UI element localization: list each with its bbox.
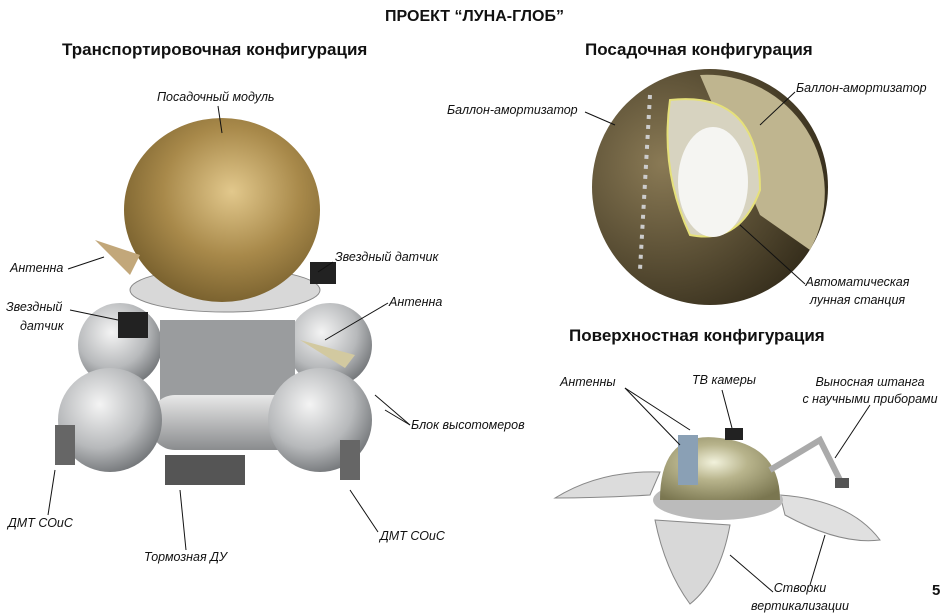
label-landing-module: Посадочный модуль: [157, 90, 275, 104]
label-airbag-right: Баллон-амортизатор: [796, 81, 927, 95]
label-boom-2: с научными приборами: [802, 392, 938, 406]
label-antenna-left: Антенна: [10, 261, 64, 275]
surface-leader-lines: [624, 387, 871, 593]
transport-heading: Транспортировочная конфигурация: [62, 40, 368, 59]
label-tv-cameras: ТВ камеры: [692, 373, 756, 387]
label-altimeter-block: Блок высотомеров: [411, 418, 525, 432]
landing-airbag-illustration: [592, 69, 828, 305]
landing-leader-lines: [584, 91, 806, 285]
label-boom-1: Выносная штанга: [815, 375, 925, 389]
surface-heading: Поверхностная конфигурация: [569, 326, 825, 345]
label-petals-1: Створки: [773, 581, 827, 595]
label-brake-engine: Тормозная ДУ: [144, 550, 227, 564]
page-title: ПРОЕКТ “ЛУНА-ГЛОБ”: [385, 8, 564, 25]
surface-station-illustration: [553, 428, 881, 605]
label-star-sensor-left-2: датчик: [20, 319, 64, 333]
label-dmt-right: ДМТ СОиС: [380, 529, 445, 543]
transport-spacecraft-illustration: [55, 118, 372, 485]
transport-leader-lines: [47, 105, 411, 551]
label-station-2: лунная станция: [809, 293, 906, 307]
label-antenna-right: Антенна: [389, 295, 443, 309]
label-petals-2: вертикализации: [751, 599, 849, 613]
page-number: 5: [932, 582, 941, 599]
label-dmt-left: ДМТ СОиС: [8, 516, 73, 530]
label-star-sensor-left-1: Звездный: [6, 300, 63, 314]
label-airbag-left: Баллон-амортизатор: [447, 103, 578, 117]
label-star-sensor-right: Звездный датчик: [335, 250, 439, 264]
label-station-1: Автоматическая: [805, 275, 910, 289]
landing-heading: Посадочная конфигурация: [585, 40, 813, 59]
label-antennas: Антенны: [560, 375, 616, 389]
